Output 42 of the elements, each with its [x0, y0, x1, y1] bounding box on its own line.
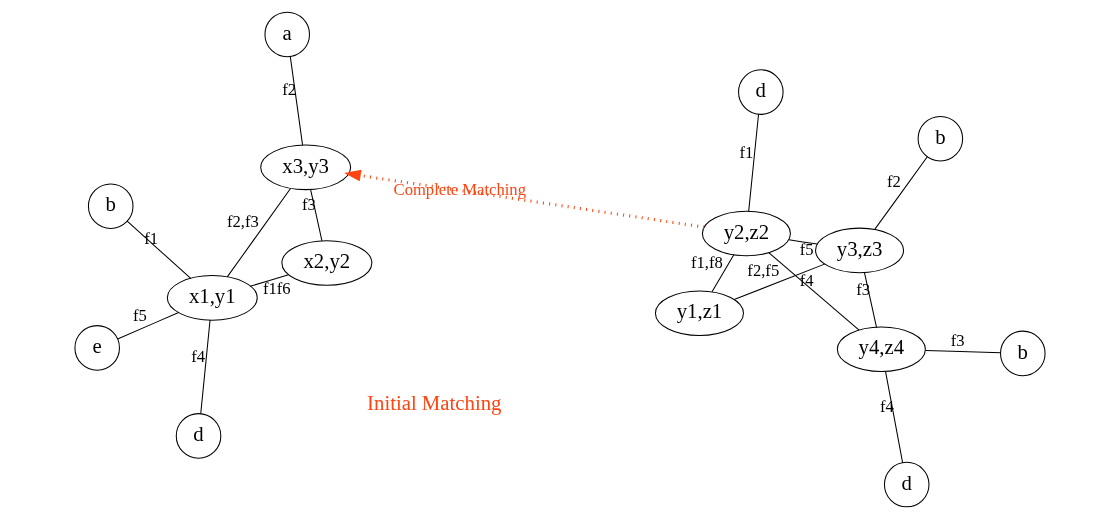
node-circle: d: [175, 413, 222, 459]
edge-label: f2,f5: [747, 261, 780, 281]
edge-label: f3: [950, 331, 965, 351]
connector: [310, 188, 323, 242]
edge-label: f2: [282, 80, 297, 100]
edge-label: f2,f3: [226, 212, 259, 232]
connector: [249, 274, 289, 287]
edge-label: Complete Matching: [393, 180, 526, 200]
edge-label: f4: [799, 270, 814, 290]
node-circle: b: [917, 115, 964, 162]
connector: [117, 311, 180, 340]
node-ellipse: y1,z1: [654, 290, 744, 336]
node-ellipse: y3,z3: [815, 227, 905, 274]
node-ellipse: x3,y3: [260, 144, 352, 191]
node-circle: a: [264, 11, 310, 58]
edge-label: f1: [739, 142, 754, 162]
edge-label: f4: [191, 346, 206, 366]
connector: [733, 263, 826, 301]
connector: [289, 55, 304, 146]
label: Initial Matching: [367, 391, 502, 415]
connector: [711, 254, 735, 293]
connector: [885, 370, 904, 464]
node-circle: e: [74, 325, 120, 371]
connector: [788, 239, 818, 245]
node-ellipse: y4,z4: [836, 326, 926, 373]
node-circle: d: [738, 69, 784, 115]
node-circle: b: [1000, 330, 1046, 377]
node-circle: b: [87, 183, 134, 229]
connector: [874, 156, 928, 231]
connector: [226, 187, 292, 278]
node-circle: d: [883, 461, 930, 508]
connector: [200, 319, 211, 415]
connector: [925, 350, 1002, 354]
edge-label: f5: [132, 305, 147, 325]
node-ellipse: x1,y1: [166, 275, 258, 321]
connector: [768, 252, 860, 331]
edge-label: f5: [799, 240, 814, 260]
arrow: [344, 169, 705, 229]
edge-label: f2: [887, 172, 901, 192]
connector: [748, 114, 760, 212]
node-ellipse: y2,z2: [701, 210, 791, 257]
connector: [126, 220, 192, 279]
